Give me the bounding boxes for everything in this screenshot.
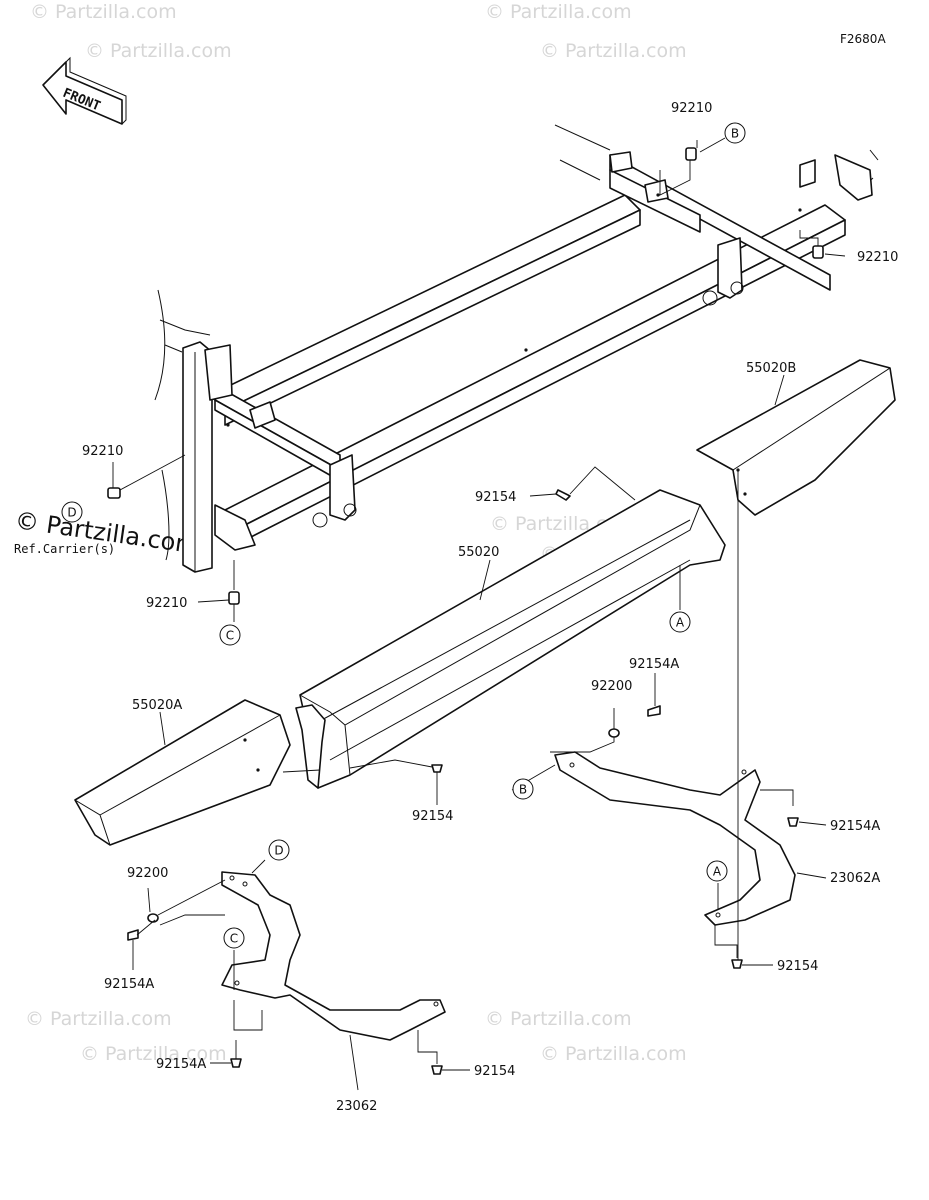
ref-circle-b: B — [724, 122, 746, 144]
callout-92210: 92210 — [857, 250, 898, 265]
watermark: © Partzilla.com — [80, 1043, 227, 1065]
cover-55020A — [74, 699, 291, 846]
bolt-92154-right — [731, 959, 743, 969]
callout-55020: 55020 — [458, 545, 499, 560]
watermark: © Partzilla.com — [540, 1043, 687, 1065]
callout-92210: 92210 — [671, 101, 712, 116]
callout-55020A: 55020A — [132, 698, 182, 713]
svg-text:D: D — [274, 844, 283, 858]
front-arrow-icon: FRONT — [42, 56, 127, 125]
svg-text:D: D — [67, 506, 76, 520]
callout-92154A: 92154A — [629, 657, 679, 672]
watermark: © Partzilla.com — [85, 40, 232, 62]
watermark: © Partzilla.com — [485, 1, 632, 23]
ref-circle-c: C — [219, 624, 241, 646]
ref-circle-a: A — [669, 611, 691, 633]
callout-92200: 92200 — [127, 866, 168, 881]
svg-text:A: A — [676, 616, 685, 630]
callout-92210: 92210 — [82, 444, 123, 459]
cover-55020B — [696, 359, 896, 516]
svg-text:C: C — [226, 629, 234, 643]
washer-92200-left — [147, 913, 159, 923]
watermark: © Partzilla.com — [485, 1008, 632, 1030]
callout-labels: 92210 92210 92210 92210 55020B 92154 550… — [14, 101, 898, 1114]
watermark: © Partzilla.com — [25, 1008, 172, 1030]
bracket-23062 — [221, 871, 446, 1041]
fasteners — [107, 147, 824, 1075]
svg-text:C: C — [230, 932, 238, 946]
ref-circle-c: C — [223, 927, 245, 949]
carrier-frame — [154, 124, 879, 573]
callout-92154A: 92154A — [104, 977, 154, 992]
ref-circle-d: D — [268, 839, 290, 861]
ref-circle-a: A — [706, 860, 728, 882]
watermark: © Partzilla.com — [540, 40, 687, 62]
bolt-92154-bottom — [431, 1065, 443, 1075]
svg-text:B: B — [731, 127, 739, 141]
ref-circle-d: D — [61, 501, 83, 523]
watermark: © Partzilla.com — [30, 1, 177, 23]
nut-92210-top — [685, 147, 697, 161]
callout-23062A: 23062A — [830, 871, 880, 886]
circle-labels: B D C A B D C A — [61, 122, 746, 949]
callout-92210: 92210 — [146, 596, 187, 611]
bolt-92154-lower — [431, 764, 443, 773]
figure-id: F2680A — [840, 32, 886, 46]
washer-92200-mid — [608, 728, 620, 738]
svg-text:B: B — [519, 783, 527, 797]
callout-92200: 92200 — [591, 679, 632, 694]
bolt-92154A-mid — [647, 705, 661, 717]
bolt-92154-mid — [555, 489, 571, 501]
bracket-23062A — [554, 751, 796, 926]
callout-92154A: 92154A — [830, 819, 880, 834]
nut-92210-right — [812, 245, 824, 259]
callout-55020B: 55020B — [746, 361, 796, 376]
nut-92210-left — [107, 487, 121, 499]
step-55020 — [295, 489, 726, 789]
callout-92154: 92154 — [474, 1064, 515, 1079]
leader-lines — [112, 137, 846, 1091]
callout-92154: 92154 — [412, 809, 453, 824]
bolt-92154A-left — [127, 929, 139, 941]
ref-circle-b: B — [512, 778, 534, 800]
nut-92210-bottom — [228, 591, 240, 605]
callout-92154A: 92154A — [156, 1057, 206, 1072]
reference-note: Ref.Carrier(s) — [14, 542, 115, 556]
svg-text:A: A — [713, 865, 722, 879]
bolt-92154A-bottom — [230, 1058, 242, 1068]
callout-92154: 92154 — [777, 959, 818, 974]
callout-92154: 92154 — [475, 490, 516, 505]
callout-23062: 23062 — [336, 1099, 377, 1114]
bolt-92154A-right — [787, 817, 799, 827]
